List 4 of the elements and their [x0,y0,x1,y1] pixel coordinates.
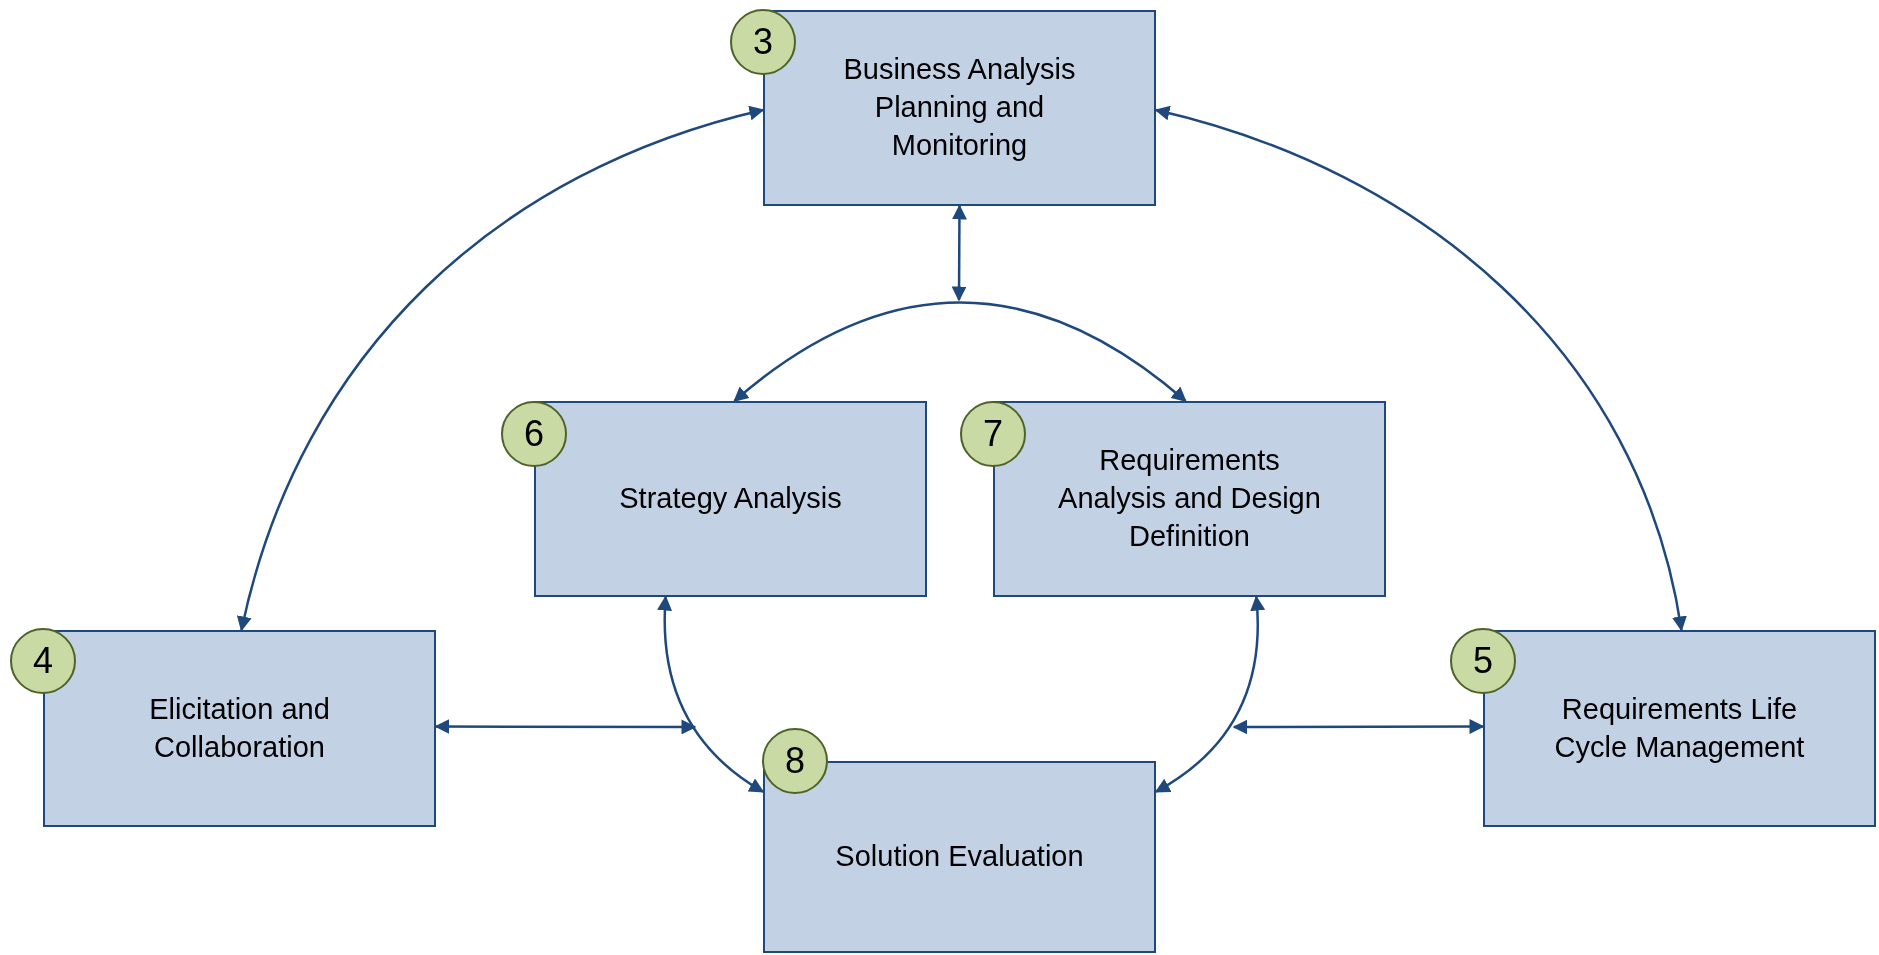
double-arrow [237,106,765,632]
double-arrow [733,301,1187,402]
double-arrow [1232,719,1485,735]
double-arrow [951,204,967,302]
